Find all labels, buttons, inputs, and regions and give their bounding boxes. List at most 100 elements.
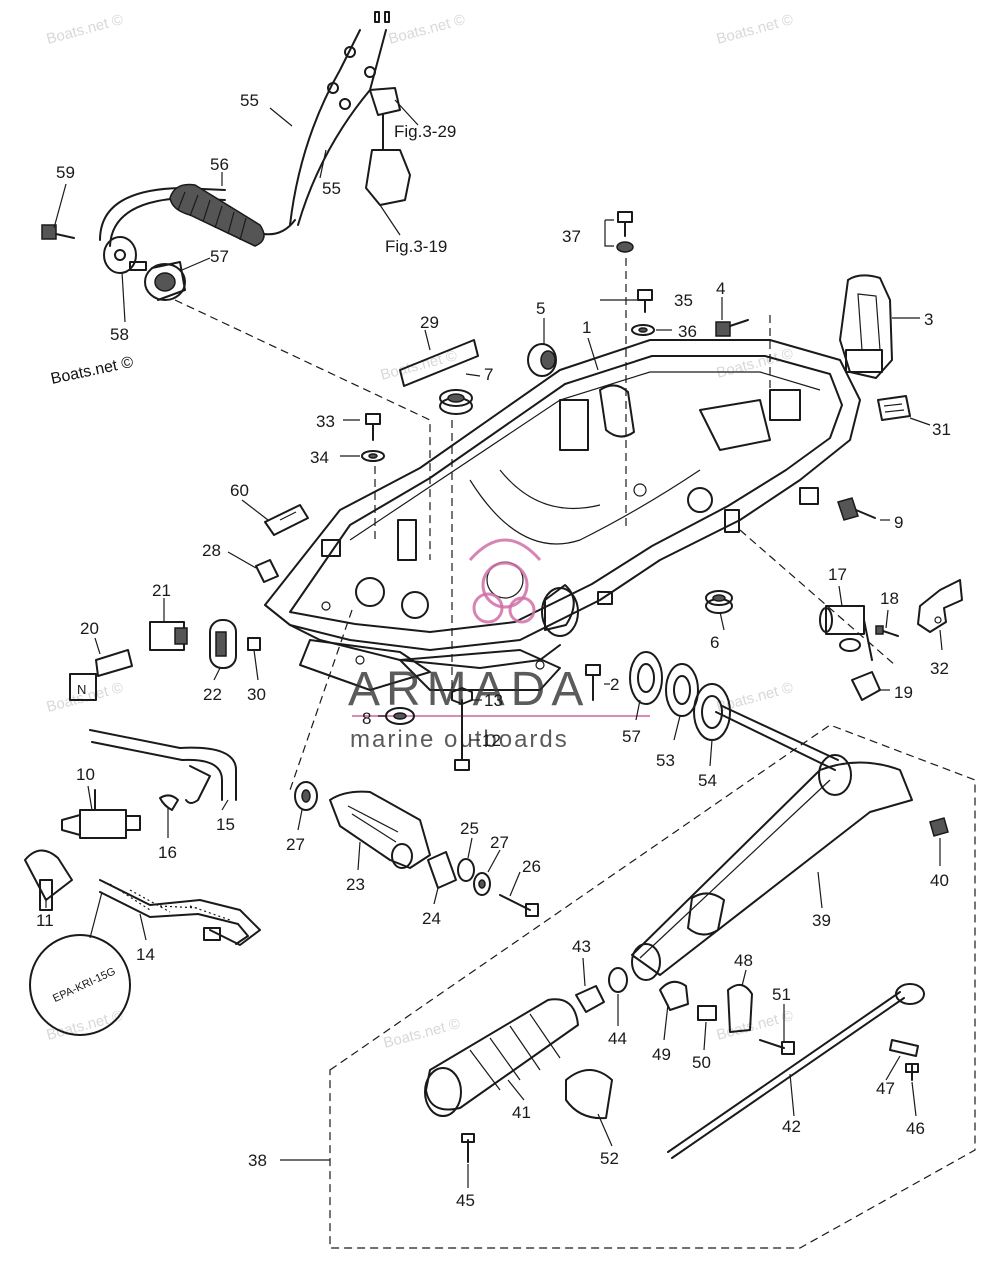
washer-36[interactable] — [631, 324, 655, 336]
callout-55[interactable]: 55 — [322, 179, 341, 198]
bushing-57-lower[interactable] — [629, 651, 663, 705]
bushing-5[interactable] — [527, 343, 557, 377]
grommet-22[interactable] — [209, 619, 237, 669]
washer-44[interactable] — [608, 967, 628, 993]
clip-30[interactable] — [247, 637, 261, 651]
clip-47[interactable] — [889, 1039, 919, 1057]
callout-7[interactable]: 7 — [484, 365, 493, 384]
callout-49[interactable]: 49 — [652, 1045, 671, 1064]
bolt-33[interactable] — [365, 413, 381, 441]
bottom-cowling[interactable] — [264, 339, 861, 691]
switch-21[interactable] — [149, 621, 188, 651]
callout-43[interactable]: 43 — [572, 937, 591, 956]
callout-44[interactable]: 44 — [608, 1029, 627, 1048]
latch-3[interactable] — [839, 274, 893, 379]
bolt-12[interactable] — [454, 699, 470, 771]
grommet-boot[interactable] — [169, 183, 265, 247]
callout-22[interactable]: 22 — [203, 685, 222, 704]
switch-17[interactable] — [819, 605, 873, 661]
callout-46[interactable]: 46 — [906, 1119, 925, 1138]
plate-58[interactable] — [103, 236, 147, 274]
callout-20[interactable]: 20 — [80, 619, 99, 638]
plug-60[interactable] — [264, 504, 309, 536]
callout-41[interactable]: 41 — [512, 1103, 531, 1122]
callout-8[interactable]: 8 — [362, 709, 371, 728]
key-11[interactable] — [24, 849, 73, 911]
bolt-37[interactable] — [604, 211, 634, 253]
callout-23[interactable]: 23 — [346, 875, 365, 894]
callout-12[interactable]: 12 — [482, 731, 501, 750]
callout-57[interactable]: 57 — [622, 727, 641, 746]
washer-25[interactable] — [457, 858, 475, 882]
screw-45[interactable] — [461, 1133, 475, 1163]
fig-ref-3-29[interactable]: Fig.3-29 — [394, 122, 456, 141]
washer-27a[interactable] — [294, 781, 318, 811]
decal-29[interactable] — [399, 339, 479, 387]
callout-5[interactable]: 5 — [536, 299, 545, 318]
screw-18[interactable] — [875, 625, 899, 637]
callout-29[interactable]: 29 — [420, 313, 439, 332]
callout-19[interactable]: 19 — [894, 683, 913, 702]
bolt-2[interactable] — [585, 664, 601, 701]
grommet-57-top[interactable] — [144, 261, 186, 301]
fuel-connector-10[interactable] — [61, 789, 141, 839]
screw-40[interactable] — [929, 817, 949, 837]
washer-34[interactable] — [361, 450, 385, 462]
callout-11[interactable]: 11 — [36, 911, 54, 930]
clamp-49[interactable] — [659, 980, 689, 1011]
clip-16[interactable] — [159, 794, 179, 811]
bolt-26[interactable] — [499, 894, 539, 917]
callout-52[interactable]: 52 — [600, 1149, 619, 1168]
plate-31[interactable] — [877, 395, 911, 421]
callout-59[interactable]: 59 — [56, 163, 75, 182]
cap-28[interactable] — [255, 559, 279, 583]
callout-16[interactable]: 16 — [158, 843, 177, 862]
callout-38[interactable]: 38 — [248, 1151, 267, 1170]
callout-6[interactable]: 6 — [710, 633, 719, 652]
callout-13[interactable]: 13 — [484, 691, 503, 710]
callout-9[interactable]: 9 — [894, 513, 903, 532]
callout-36[interactable]: 36 — [678, 322, 697, 341]
callout-34[interactable]: 34 — [310, 448, 329, 467]
fig-ref-3-19[interactable]: Fig.3-19 — [385, 237, 447, 256]
collar-24[interactable] — [427, 851, 457, 889]
callout-28[interactable]: 28 — [202, 541, 221, 560]
wiring-harness[interactable] — [99, 11, 390, 247]
screw-9[interactable] — [837, 497, 876, 521]
grip-41[interactable] — [424, 998, 579, 1117]
switch-20[interactable]: N — [69, 649, 133, 701]
throttle-rod-42[interactable] — [667, 983, 925, 1159]
callout-39[interactable]: 39 — [812, 911, 831, 930]
callout-33[interactable]: 33 — [316, 412, 335, 431]
callout-35[interactable]: 35 — [674, 291, 693, 310]
callout-21[interactable]: 21 — [152, 581, 171, 600]
clip-19[interactable] — [851, 671, 881, 701]
washer-27b[interactable] — [473, 872, 491, 896]
callout-17[interactable]: 17 — [828, 565, 847, 584]
callout-47[interactable]: 47 — [876, 1079, 895, 1098]
callout-27[interactable]: 27 — [286, 835, 305, 854]
tiller-arm-39[interactable] — [631, 705, 913, 981]
bracket-23[interactable] — [329, 790, 431, 869]
grommet-6[interactable] — [705, 590, 733, 614]
callout-14[interactable]: 14 — [136, 945, 155, 964]
bolt-35[interactable] — [637, 289, 653, 313]
callout-40[interactable]: 40 — [930, 871, 949, 890]
callout-58[interactable]: 58 — [110, 325, 129, 344]
callout-15[interactable]: 15 — [216, 815, 235, 834]
callout-2[interactable]: 2 — [610, 675, 619, 694]
callout-54[interactable]: 54 — [698, 771, 717, 790]
callout-30[interactable]: 30 — [247, 685, 266, 704]
screw-46[interactable] — [905, 1063, 919, 1081]
screw-59[interactable] — [41, 224, 75, 240]
callout-10[interactable]: 10 — [76, 765, 95, 784]
callout-51[interactable]: 51 — [772, 985, 791, 1004]
callout-27[interactable]: 27 — [490, 833, 509, 852]
callout-45[interactable]: 45 — [456, 1191, 475, 1210]
callout-48[interactable]: 48 — [734, 951, 753, 970]
callout-4[interactable]: 4 — [716, 279, 725, 298]
callout-60[interactable]: 60 — [230, 481, 249, 500]
fuel-line-14[interactable] — [99, 879, 261, 946]
callout-55[interactable]: 55 — [240, 91, 259, 110]
callout-57[interactable]: 57 — [210, 247, 229, 266]
